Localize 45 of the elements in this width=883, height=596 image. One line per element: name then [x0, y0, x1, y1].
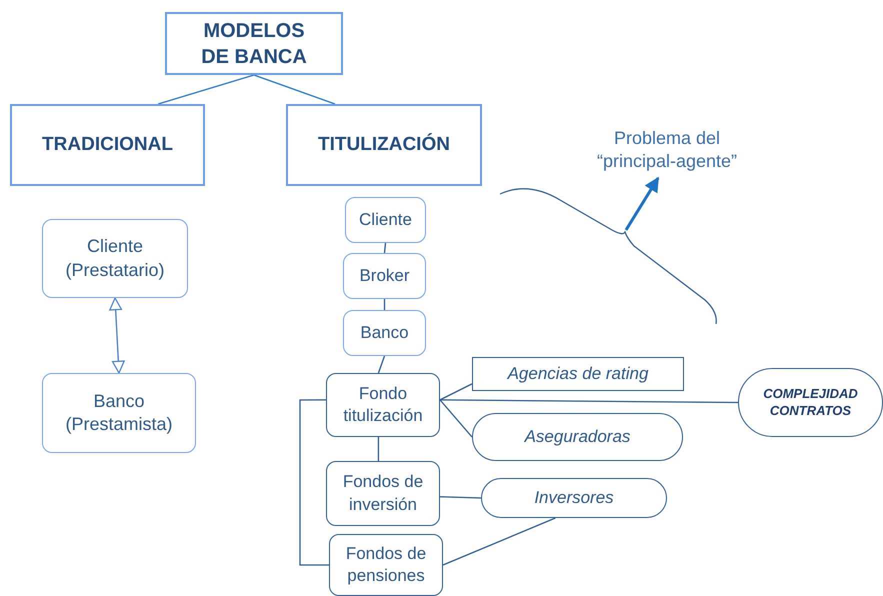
node-label: Cliente [358, 208, 413, 231]
connector-line [299, 399, 329, 566]
node-label: Broker [358, 264, 411, 287]
rounded-box [472, 413, 683, 461]
connector-line [440, 496, 482, 499]
connector-line [384, 242, 386, 254]
node-label: Banco [359, 322, 410, 344]
connector-line [254, 74, 336, 105]
note-text: Problema del “principal-agente” [578, 122, 756, 178]
rounded-box [738, 368, 883, 437]
node-label: Cliente (Prestatario) [64, 235, 166, 282]
connector-line [378, 356, 386, 374]
node-label: Fondos de inversión [342, 471, 424, 516]
process-box [343, 310, 426, 356]
title-box [165, 12, 343, 75]
process-box [326, 373, 440, 437]
arrow [624, 176, 660, 231]
node-label: MODELOS DE BANCA [200, 18, 308, 70]
process-box [326, 461, 440, 526]
rounded-box [481, 478, 667, 518]
connector-line [378, 437, 380, 461]
node-label: COMPLEJIDAD CONTRATOS [762, 386, 859, 420]
process-box [42, 219, 188, 298]
node-label: Fondo titulización [342, 382, 424, 427]
process-box [42, 373, 196, 453]
process-box [329, 534, 443, 596]
double-arrow [109, 297, 125, 374]
node-label: TRADICIONAL [41, 132, 174, 157]
connector-line [440, 399, 472, 438]
node-label: Banco (Prestamista) [64, 390, 174, 436]
node-label: Fondos de pensiones [344, 542, 428, 587]
connector-line [440, 399, 738, 404]
process-box [345, 197, 426, 243]
connector-line [440, 383, 472, 400]
node-label: TITULIZACIÓN [317, 132, 451, 157]
node-label: Inversores [533, 486, 615, 509]
process-box [343, 253, 426, 299]
title-box [10, 104, 205, 186]
node-label: Agencias de rating [506, 362, 650, 385]
connector-line [384, 299, 386, 310]
node-label: Aseguradoras [523, 426, 632, 448]
process-box [472, 357, 684, 391]
connector-line [158, 74, 254, 105]
title-box [286, 104, 482, 186]
connector-line [442, 517, 556, 566]
